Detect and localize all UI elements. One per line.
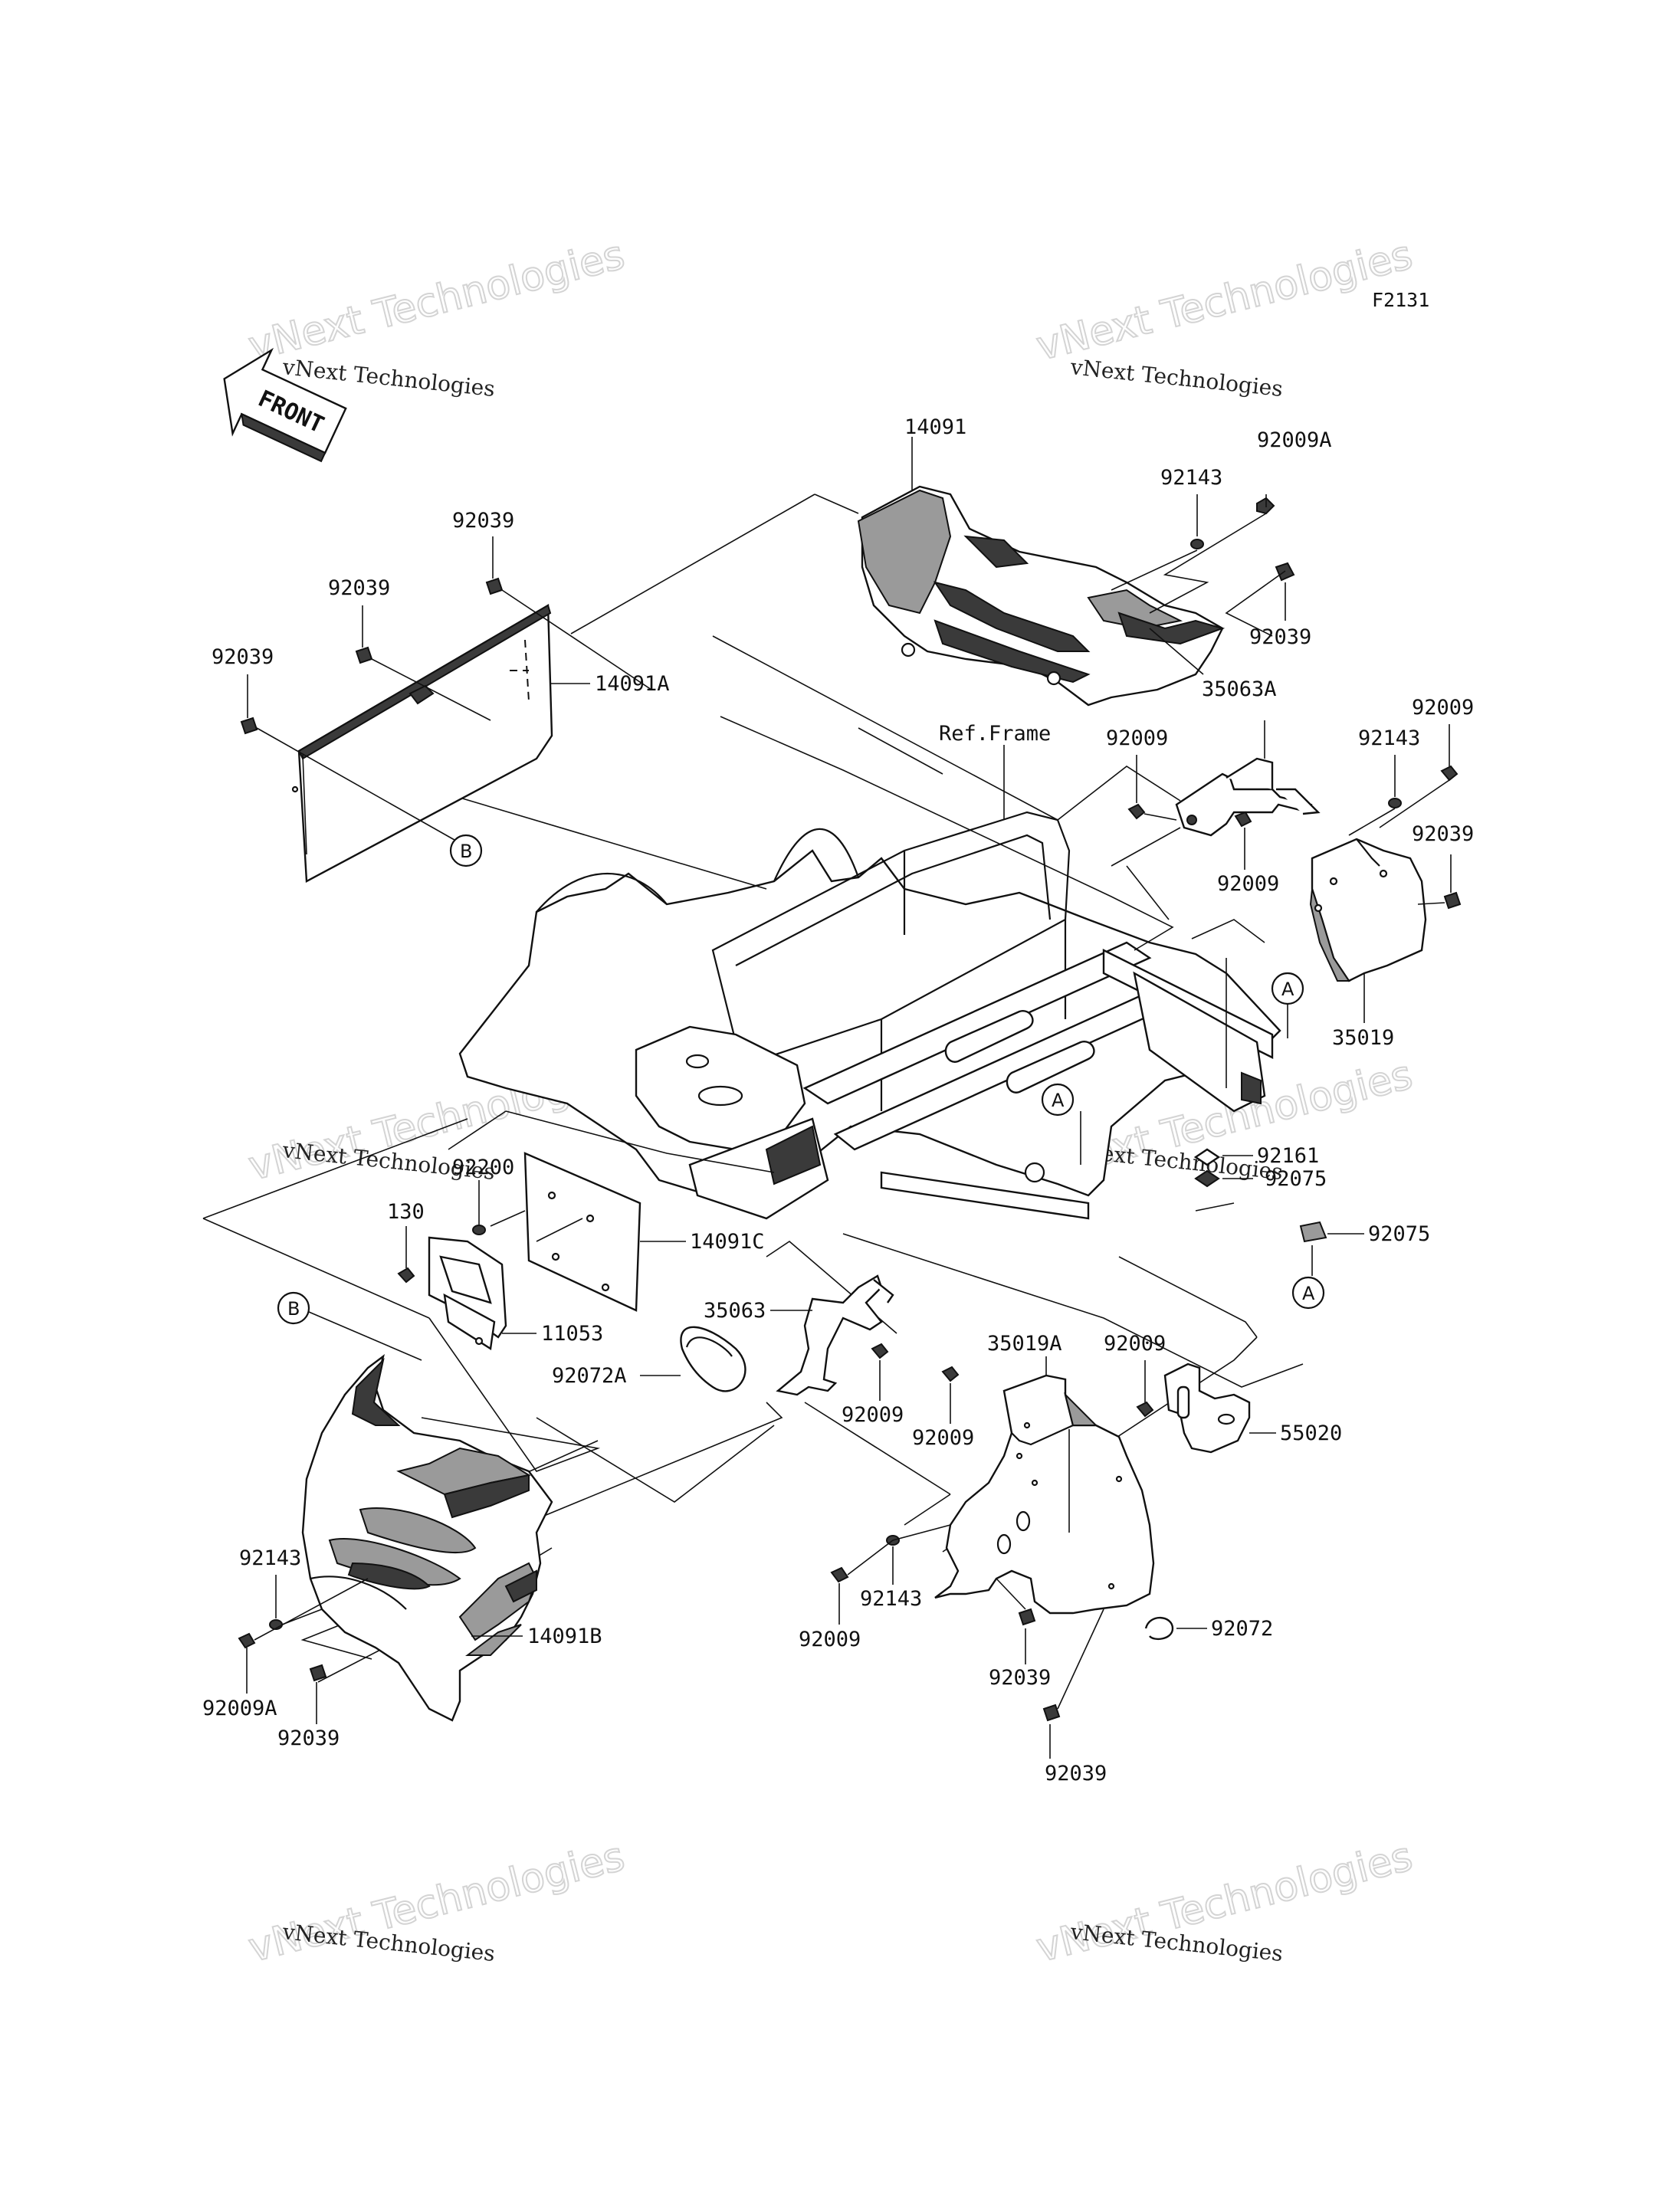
pad-92075-a [1194,1169,1253,1188]
label-35019A: 35019A [987,1332,1062,1356]
part-35019-mud-guard [1309,838,1427,982]
label-92039-left-1: 92039 [452,509,514,533]
pad-92161 [1193,1148,1253,1166]
label-92200: 92200 [452,1156,514,1179]
label-92161: 92161 [1257,1144,1319,1168]
part-35063-bracket [776,1274,894,1396]
label-92039-bottom-right: 92039 [1045,1762,1107,1785]
label-92039-left-2: 92039 [328,576,390,600]
clip-92039-bottom-right [1042,1703,1061,1759]
washer-92143-top [1190,494,1204,549]
bolt-92009-a [1127,755,1146,820]
bolt-92009-d [871,1343,889,1401]
part-35063A-bracket [1175,757,1321,837]
watermark-small-text: vNext Technologies [1068,354,1284,402]
screw-92200 [472,1180,486,1235]
label-92039-bottom-mid: 92039 [989,1666,1051,1690]
label-92072: 92072 [1211,1617,1273,1641]
ref-marker-a-label: A [1302,1283,1315,1304]
label-92039-bottom-left: 92039 [277,1726,340,1750]
part-14091C-plate [523,1152,641,1312]
washer-92143-right [1388,755,1402,808]
part-35019A-mud-guard [934,1374,1155,1615]
label-92039-left-3: 92039 [212,645,274,669]
label-92143-left-bottom: 92143 [239,1546,301,1570]
clip-92039-bottom-left [309,1664,327,1724]
bolt-92009-c [1440,724,1459,782]
bolt-92009-b [1234,811,1252,870]
label-14091: 14091 [904,415,966,439]
label-92009A-bottom: 92009A [202,1697,277,1720]
label-92009-e: 92009 [912,1426,974,1450]
label-92143-right: 92143 [1358,726,1420,750]
label-92143-bottom: 92143 [860,1587,922,1611]
label-92075-a: 92075 [1265,1167,1327,1191]
label-92039-right: 92039 [1412,822,1474,846]
part-14091-rear-cover [857,485,1226,707]
label-92009-g: 92009 [799,1628,861,1651]
label-55020: 55020 [1280,1421,1342,1445]
watermark-bottom-left: vNext Technologies vNext Technologies [244,1833,630,1972]
watermark-top-left: vNext Technologies vNext Technologies [244,231,630,402]
clip-92039-right [1443,854,1462,910]
assembly-leader-lines [202,494,1304,1683]
label-92072A: 92072A [552,1364,627,1388]
ref-marker-b [449,834,483,867]
clip-92039-bottom-mid [1018,1608,1036,1664]
bolt-92009-f [1136,1360,1154,1418]
label-11053: 11053 [541,1322,603,1346]
main-frame-assembly: A A [458,745,1304,1220]
label-92009-d: 92009 [842,1403,904,1427]
bolt-92009A-top [1256,494,1275,515]
label-35019: 35019 [1332,1026,1394,1050]
ref-marker-a [1291,1276,1325,1310]
label-14091C: 14091C [690,1230,765,1254]
band-92072A [680,1326,746,1392]
front-arrow-icon: FRONT [223,347,347,463]
watermark-large-text: vNext Technologies [244,232,629,370]
band-92072 [1144,1616,1174,1641]
ref-marker-a-label: A [1052,1090,1065,1111]
label-92009-f: 92009 [1104,1332,1166,1356]
label-14091B: 14091B [527,1625,602,1648]
bolt-92009-e [941,1366,960,1424]
ref-marker-b-label: B [460,841,472,862]
label-92009-c: 92009 [1412,696,1474,720]
label-92009A-top: 92009A [1257,428,1332,452]
part-14091A-side-panel [291,603,553,883]
part-11053-bracket [428,1236,507,1351]
washer-92143-left-bottom [269,1575,283,1630]
ref-marker-b [277,1291,310,1325]
part-55020-bracket [1163,1362,1251,1454]
ref-marker-a-label: A [1281,979,1294,1000]
watermark-large-text: vNext Technologies [1032,232,1417,370]
ref-frame-label: Ref.Frame [939,722,1051,746]
label-92009-b: 92009 [1217,872,1279,896]
screw-130 [397,1226,415,1284]
label-92009-a: 92009 [1106,726,1168,750]
label-35063A-id: 35063A [1202,677,1277,701]
bolt-92009A-bottom [238,1632,256,1694]
bolt-92009-g [830,1566,849,1625]
label-14091A: 14091A [595,672,670,696]
part-14091B-front-cover [301,1354,553,1722]
pad-92075-b [1299,1221,1364,1276]
diagram-id: F2131 [1372,289,1429,311]
label-35063: 35063 [704,1299,766,1323]
ref-marker-a [1041,1083,1075,1117]
watermark-bottom-right: vNext Technologies vNext Technologies [1032,1833,1418,1972]
label-92075-b: 92075 [1368,1222,1430,1246]
watermark-top-right: vNext Technologies vNext Technologies [1032,231,1418,402]
clip-92039-left-2 [355,605,373,664]
label-130: 130 [387,1200,425,1224]
clip-92039-left-3 [240,674,258,735]
label-92143-top: 92143 [1160,466,1222,490]
ref-marker-b-label: B [287,1298,300,1320]
clip-92039-left-1 [485,536,504,595]
